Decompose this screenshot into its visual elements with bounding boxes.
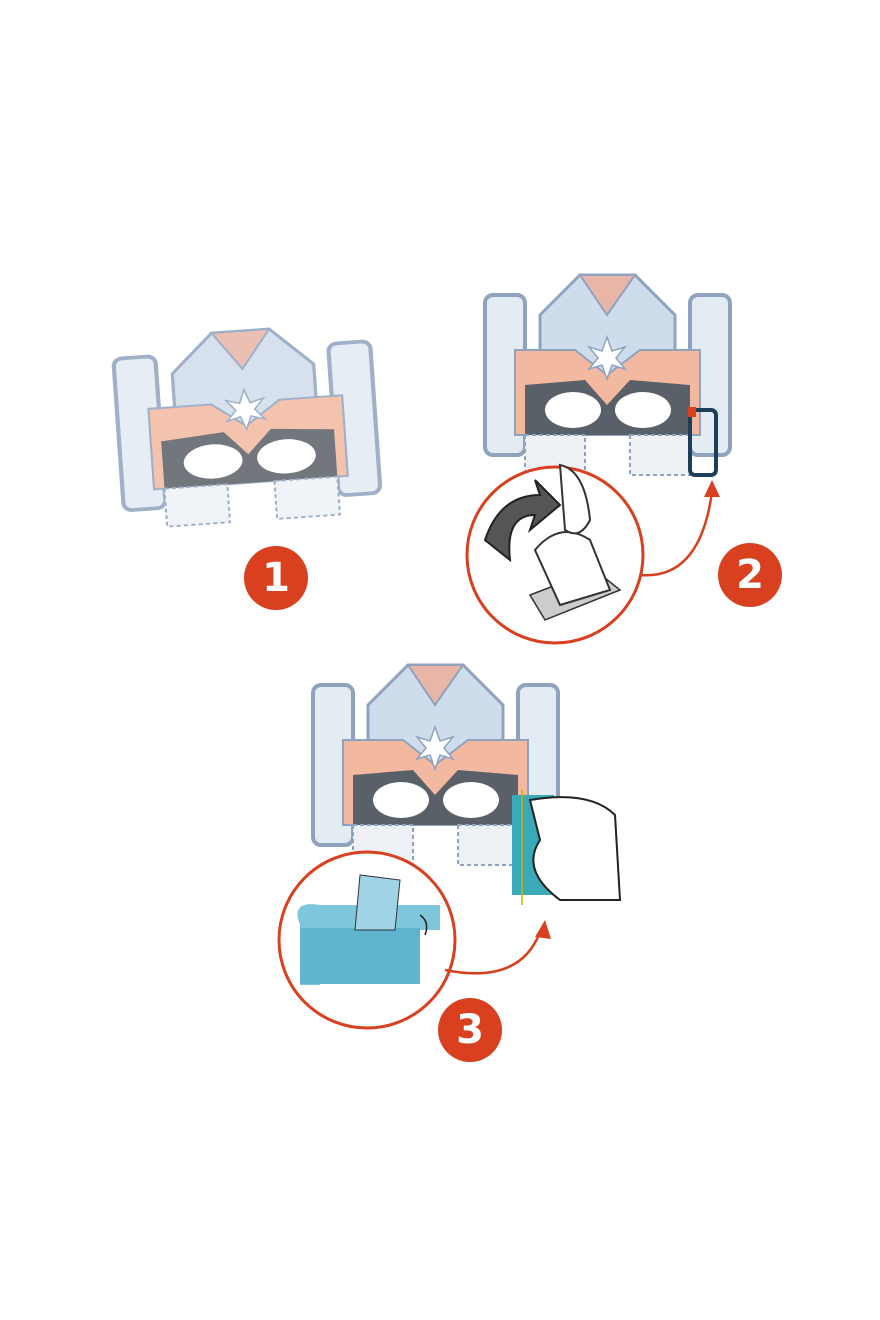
glitter-sheet-hand	[512, 790, 622, 905]
flap-highlight	[688, 408, 718, 477]
step-2-badge: 2	[718, 543, 782, 607]
step-3-badge: 3	[438, 998, 502, 1062]
inset-peel-sticker	[465, 463, 645, 645]
inset-apply-glitter	[277, 850, 457, 1030]
hand-icon	[528, 796, 622, 901]
finger-icon	[558, 463, 592, 535]
arrow-step-2	[639, 491, 714, 577]
step-1-badge: 1	[244, 546, 308, 610]
curved-arrow-icon	[483, 479, 562, 563]
arrow-step-3	[444, 931, 542, 975]
mask-step-1	[110, 320, 386, 537]
mask-step-2	[483, 273, 732, 477]
